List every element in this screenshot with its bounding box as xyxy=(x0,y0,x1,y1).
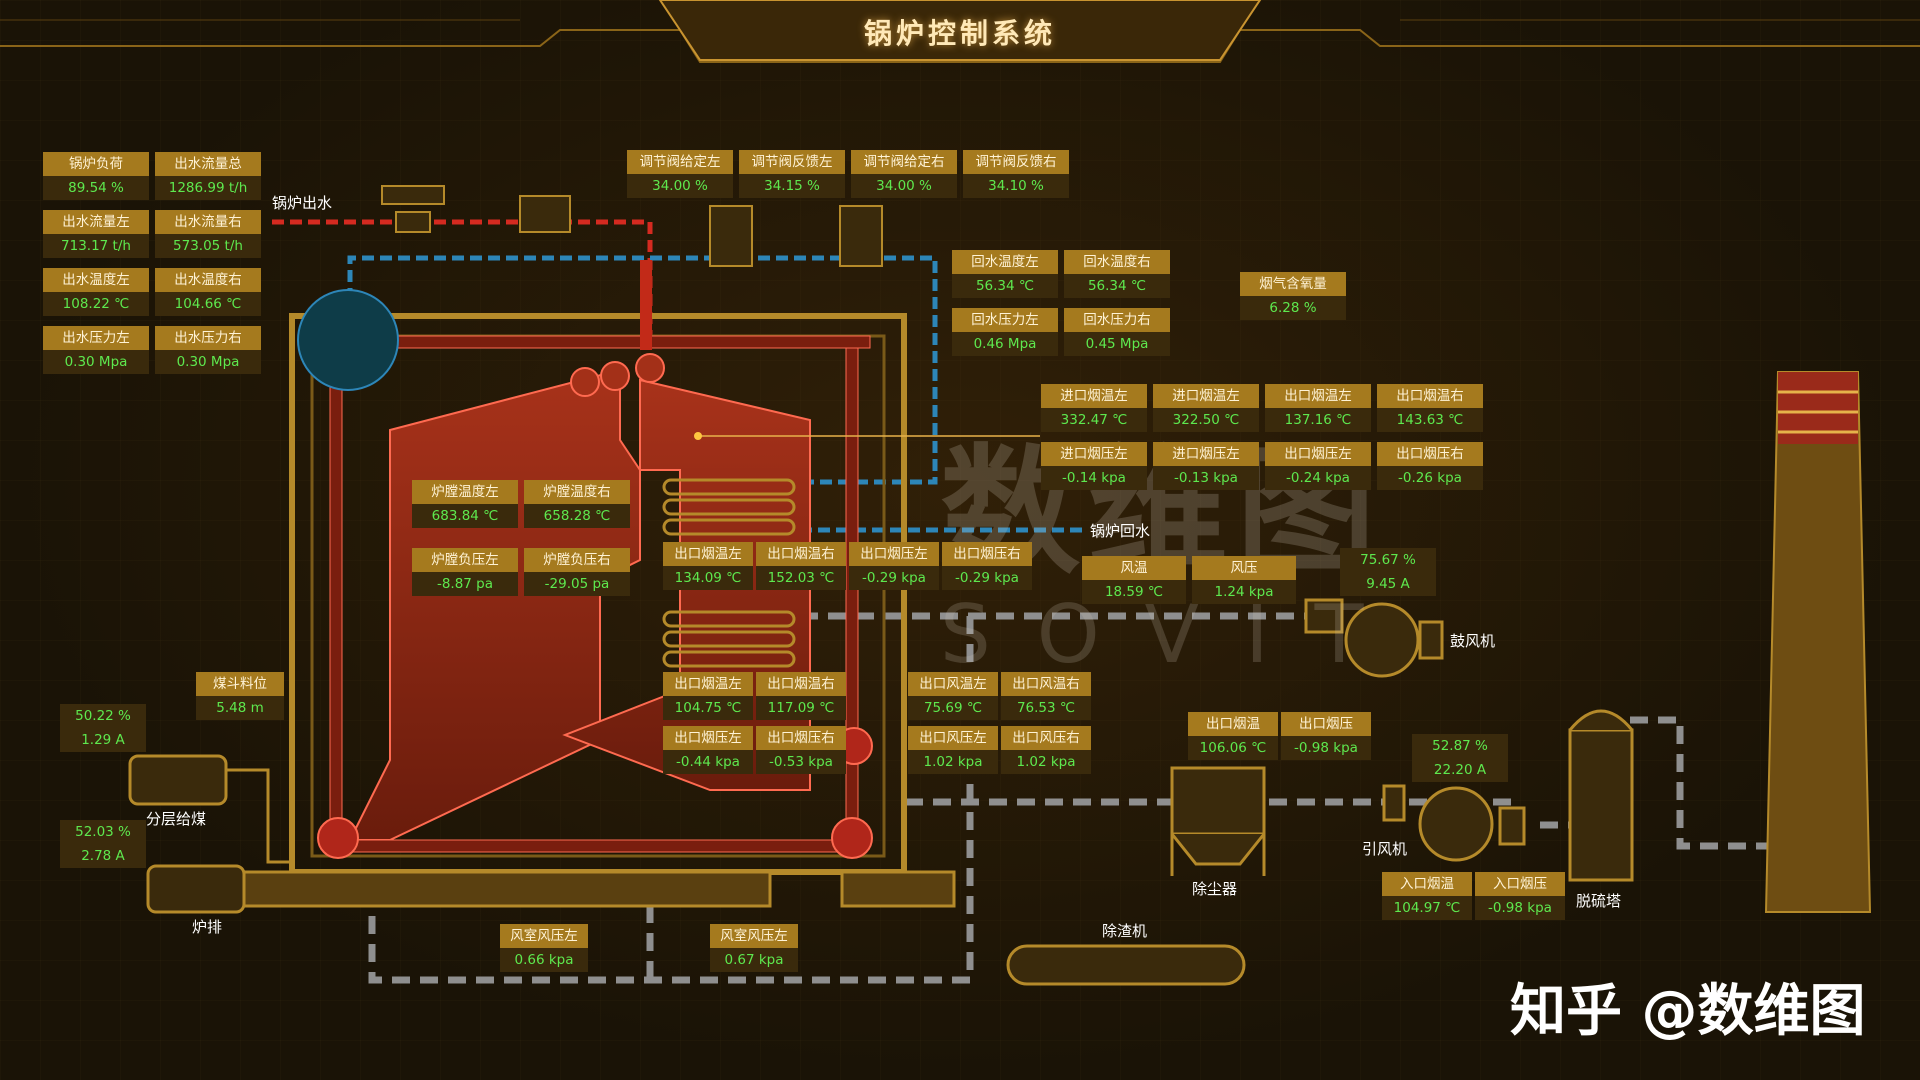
tag-layer-feed: 分层给煤 xyxy=(146,810,207,828)
card-desulfur-in-press: 入口烟压-0.98 kpa xyxy=(1475,872,1565,920)
card-econ-up-press-right: 出口烟压右-0.29 kpa xyxy=(942,542,1032,590)
card-econ-up-press-left: 出口烟压左-0.29 kpa xyxy=(849,542,939,590)
tag-blower: 鼓风机 xyxy=(1450,632,1496,650)
tag-slag-remover: 除渣机 xyxy=(1102,922,1148,940)
card-dust-out-press: 出口烟压-0.98 kpa xyxy=(1281,712,1371,760)
slag-remover-shape xyxy=(1006,944,1246,986)
tag-boiler-return-water: 锅炉回水 xyxy=(1090,522,1151,540)
tag-induced-fan: 引风机 xyxy=(1362,840,1408,858)
card-flue-out-press-left: 出口烟压左-0.24 kpa xyxy=(1265,442,1371,490)
steam-drum xyxy=(297,289,399,391)
card-flue-in-press-left: 进口烟压左-0.14 kpa xyxy=(1041,442,1147,490)
card-flue-in-press-left-2: 进口烟压左-0.13 kpa xyxy=(1153,442,1259,490)
blower-fan-shape xyxy=(1304,598,1444,678)
desulfur-tower-shape xyxy=(1568,709,1634,882)
induced-fan-shape xyxy=(1382,784,1526,862)
card-furnace-press-left: 炉膛负压左-8.87 pa xyxy=(412,548,518,596)
feed-motor-shape xyxy=(128,754,294,864)
tag-grate: 炉排 xyxy=(192,918,223,936)
card-econ-low-press-left: 出口烟压左-0.44 kpa xyxy=(663,726,753,774)
outlet-valves xyxy=(381,185,883,267)
grate-motor-shape xyxy=(146,864,246,914)
header-frame xyxy=(0,0,1920,63)
tag-desulfur-tower: 脱硫塔 xyxy=(1576,892,1622,910)
economizer-coils xyxy=(662,478,796,668)
card-induced-motor: 52.87 %22.20 A xyxy=(1412,734,1508,782)
tag-boiler-out-water: 锅炉出水 xyxy=(272,194,333,212)
tag-dust-collector: 除尘器 xyxy=(1192,880,1238,898)
card-flue-out-press-right: 出口烟压右-0.26 kpa xyxy=(1377,442,1483,490)
dust-collector-shape xyxy=(1170,766,1266,876)
card-econ-low-press-right: 出口烟压右-0.53 kpa xyxy=(756,726,846,774)
watermark-zhihu: 知乎 @数维图 xyxy=(1510,979,1866,1044)
card-furnace-press-right: 炉膛负压右-29.05 pa xyxy=(524,548,630,596)
chimney-shape xyxy=(1764,371,1872,913)
card-blower-motor: 75.67 %9.45 A xyxy=(1340,548,1436,596)
card-feed-motor: 50.22 %1.29 A xyxy=(60,704,146,752)
card-grate-motor: 52.03 %2.78 A xyxy=(60,820,146,868)
page-title: 锅炉控制系统 xyxy=(863,17,1056,50)
